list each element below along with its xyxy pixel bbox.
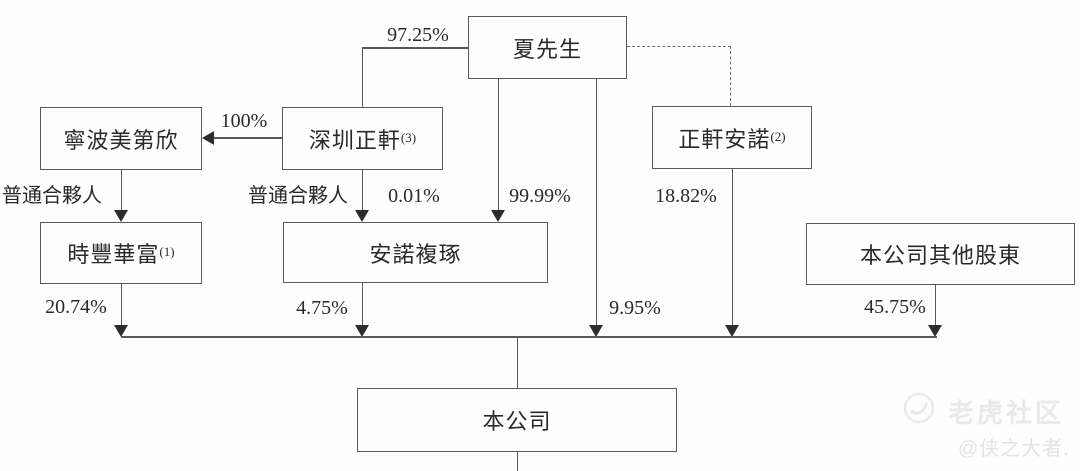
watermark-handle: @侠之大者. — [958, 438, 1070, 460]
node-zhengxuan-annuo: 正軒安諾(2) — [652, 106, 812, 169]
arrowhead-down-bus-annuo — [355, 325, 369, 337]
edge-label-general-partner-mid: 普通合夥人 — [248, 185, 348, 207]
node-shifeng-huafu-label: 時豐華富(1) — [67, 242, 175, 267]
node-annuo-fuzhuo-label: 安諾複琢 — [369, 241, 462, 267]
footnote-ref-3: (3) — [400, 129, 417, 145]
watermark-brand: 老虎社区 — [948, 398, 1065, 428]
node-mr-xia: 夏先生 — [468, 16, 627, 79]
node-other-shareholders: 本公司其他股東 — [806, 223, 1075, 285]
node-mr-xia-label: 夏先生 — [512, 36, 582, 62]
connector-shenzhen-annuo-v — [361, 170, 363, 212]
connector-xia-zhengxuan-dashed-h — [627, 46, 731, 47]
connector-xia-zhengxuan-dashed-v — [730, 46, 731, 106]
arrowhead-down-bus-xia — [589, 325, 603, 337]
tiger-logo-icon — [903, 392, 935, 424]
connector-shenzhen-ningbo-h — [212, 137, 282, 139]
connector-ningbo-shifeng-v — [120, 170, 122, 212]
edge-label-18-82: 18.82% — [655, 185, 717, 207]
arrowhead-down-shifeng — [114, 210, 128, 222]
bus-line — [121, 336, 937, 338]
connector-other-bus-v — [934, 285, 936, 326]
node-other-shareholders-label: 本公司其他股東 — [859, 243, 1021, 268]
footnote-ref-1: (1) — [159, 244, 175, 259]
connector-bus-company-v — [516, 337, 518, 388]
arrowhead-down-annuo-right — [491, 210, 505, 222]
edge-label-general-partner-left: 普通合夥人 — [2, 185, 102, 207]
node-shenzhen-zhengxuan: 深圳正軒(3) — [282, 107, 443, 170]
edge-label-0-01: 0.01% — [388, 185, 440, 207]
edge-label-9-95: 9.95% — [609, 297, 661, 319]
node-ningbo-meidixin: 寧波美第欣 — [40, 107, 202, 170]
connector-xia-annuo-v — [497, 79, 499, 212]
node-ningbo-meidixin-label: 寧波美第欣 — [63, 127, 179, 153]
edge-label-45-75: 45.75% — [864, 296, 926, 318]
connector-xia-shenzhen-v — [361, 47, 363, 107]
node-company-label: 本公司 — [482, 409, 552, 434]
arrowhead-down-annuo-left — [355, 210, 369, 222]
connector-shifeng-bus-v — [120, 284, 122, 326]
footnote-ref-2: (2) — [770, 128, 786, 144]
node-company: 本公司 — [357, 388, 677, 452]
arrowhead-down-bus-zhengxuan — [725, 325, 739, 337]
node-annuo-fuzhuo: 安諾複琢 — [283, 222, 548, 283]
arrowhead-left-ningbo — [202, 131, 214, 145]
connector-xia-shenzhen-h — [362, 47, 468, 49]
node-shifeng-huafu: 時豐華富(1) — [40, 222, 202, 284]
node-shenzhen-zhengxuan-label: 深圳正軒(3) — [308, 127, 417, 153]
edge-label-97-25: 97.25% — [387, 24, 449, 46]
edge-label-100: 100% — [220, 110, 268, 132]
edge-label-20-74: 20.74% — [45, 296, 107, 318]
connector-xia-bus-v — [595, 79, 597, 326]
arrowhead-down-bus-shifeng — [114, 325, 128, 337]
node-zhengxuan-annuo-label: 正軒安諾(2) — [678, 126, 786, 152]
connector-company-tail-v — [516, 452, 518, 471]
connector-zhengxuan-bus-v — [731, 169, 733, 326]
edge-label-99-99: 99.99% — [509, 185, 571, 207]
arrowhead-down-bus-other — [928, 325, 942, 337]
edge-label-4-75: 4.75% — [296, 297, 348, 319]
connector-annuo-bus-v — [361, 283, 363, 326]
